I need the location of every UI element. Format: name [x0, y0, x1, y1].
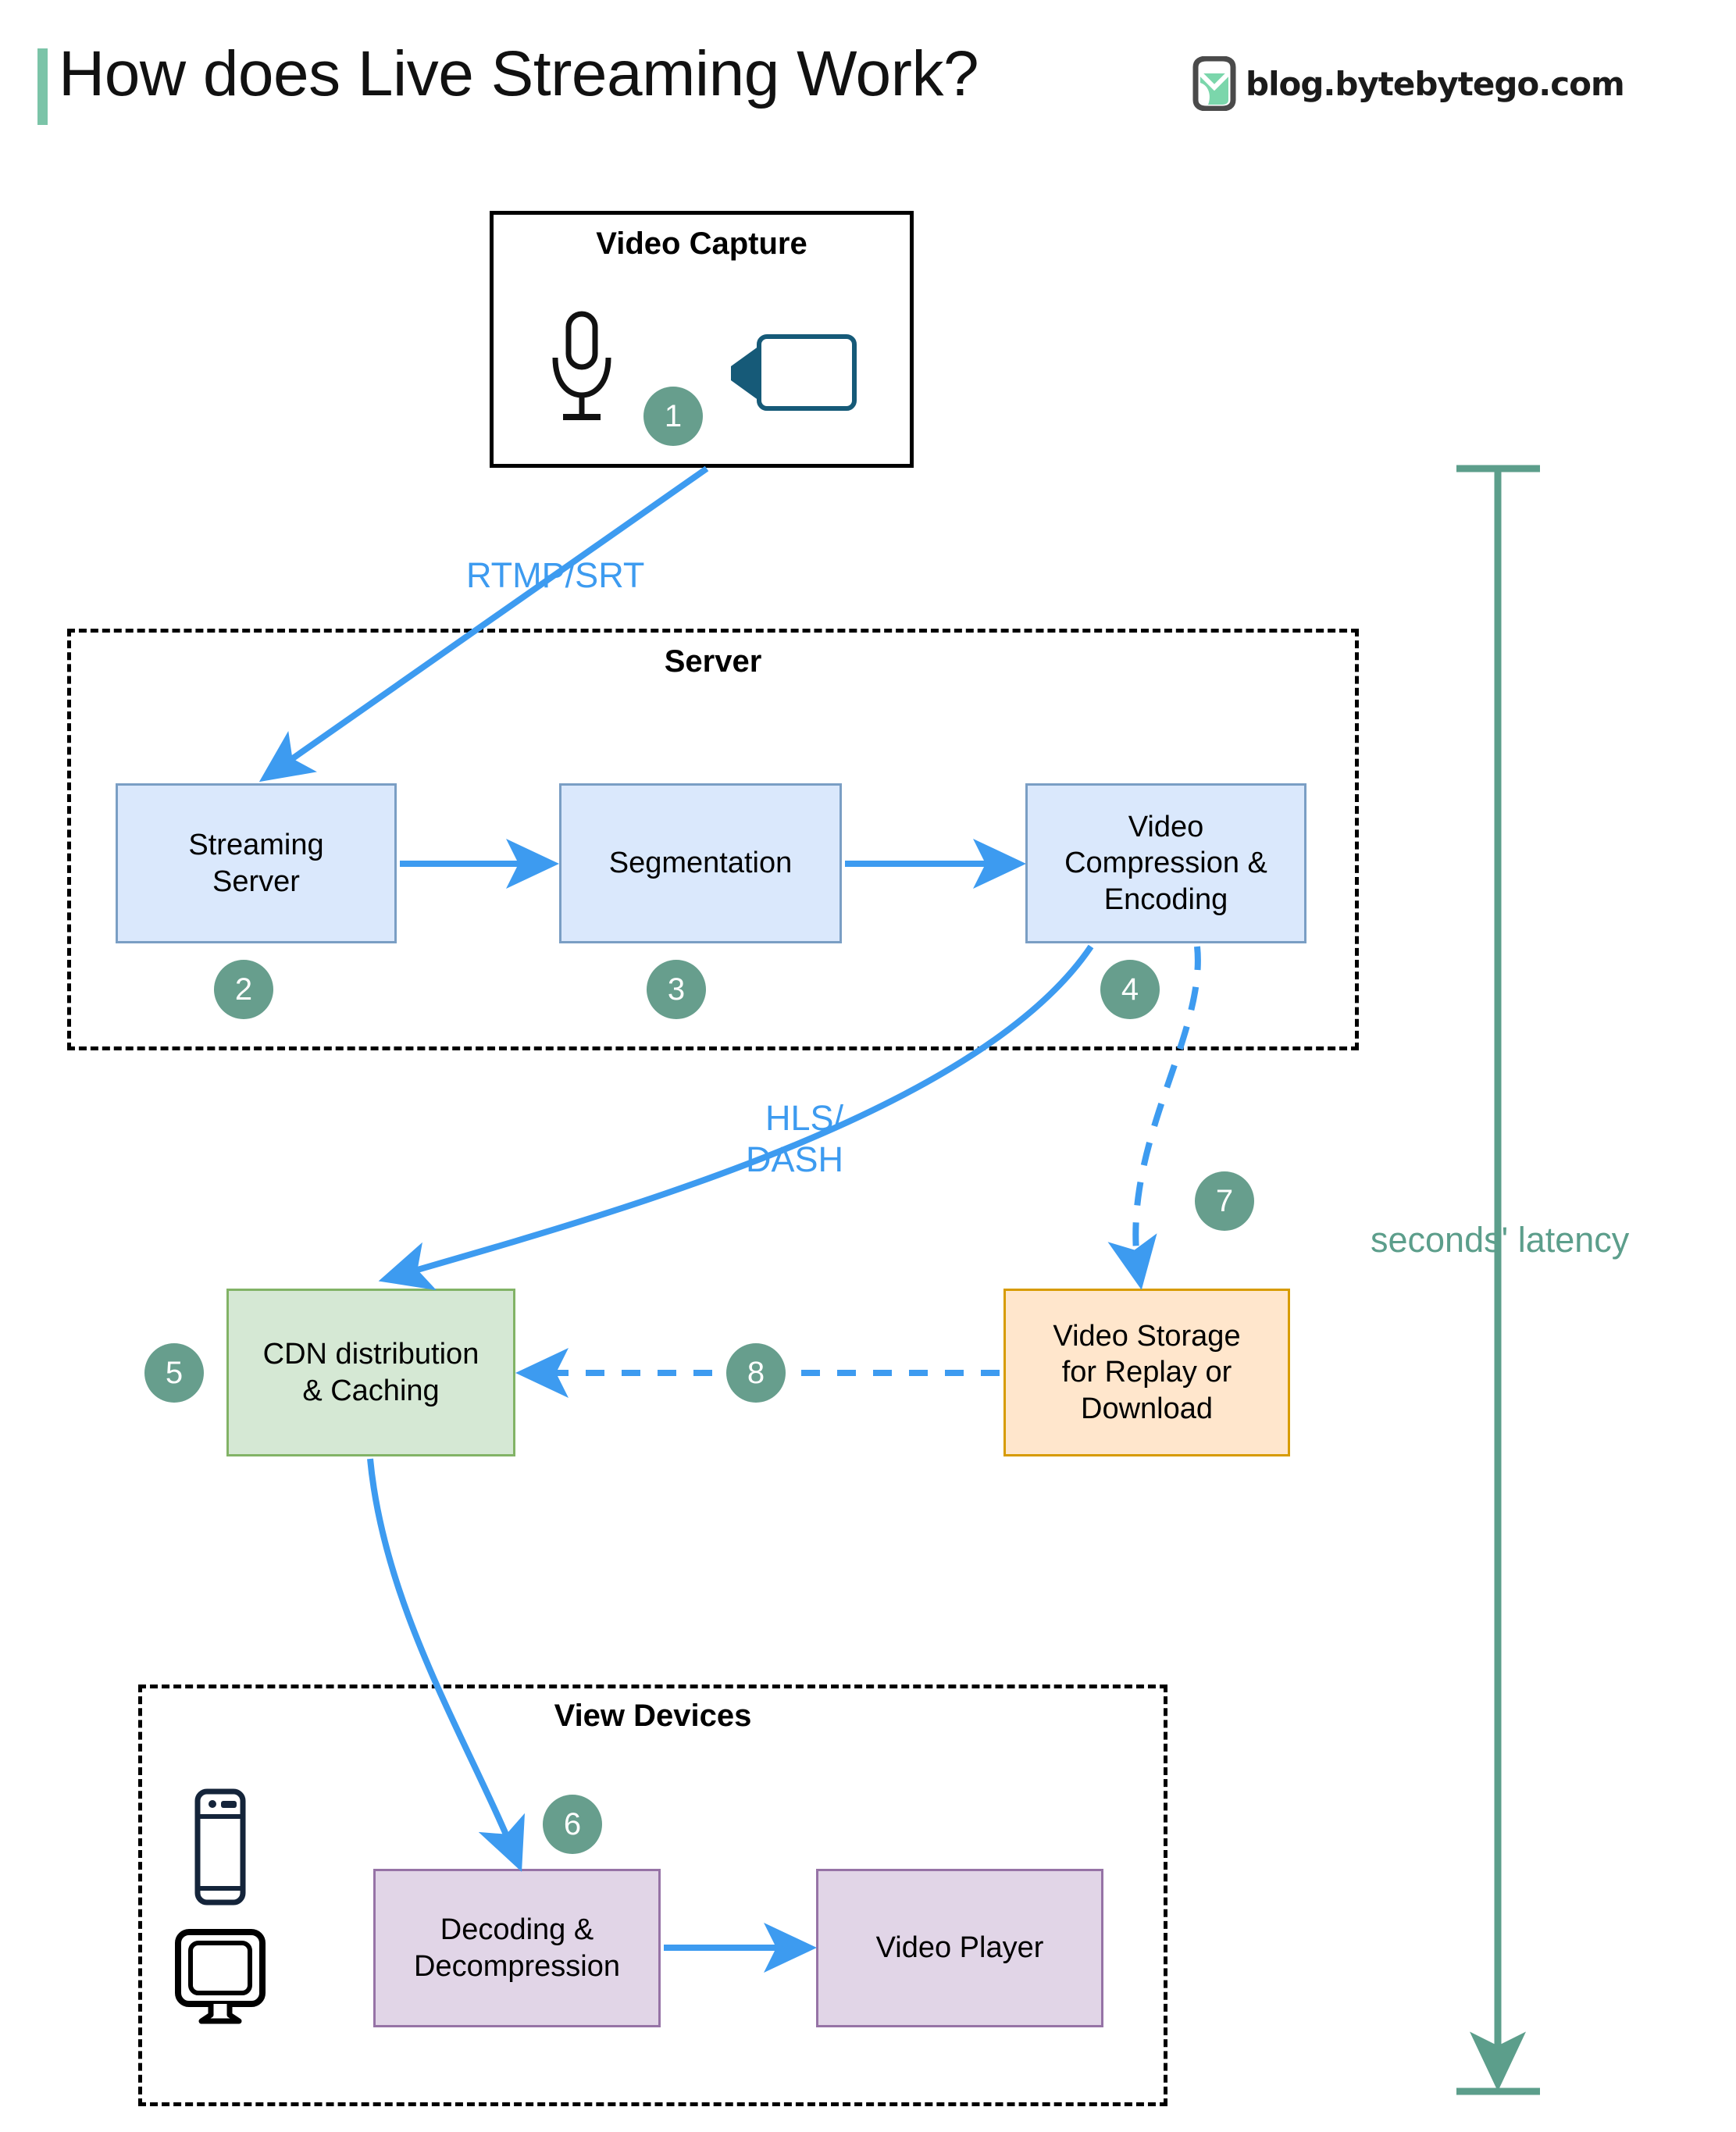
desktop-monitor-icon — [173, 1929, 267, 2030]
group-label-view-devices: View Devices — [554, 1699, 752, 1733]
step-badge-1: 1 — [643, 387, 703, 446]
step-badge-3: 3 — [647, 960, 706, 1019]
edge-label-rtmp-srt: RTMP/SRT — [466, 555, 645, 595]
step-badge-5: 5 — [144, 1343, 204, 1403]
brand-text: blog.bytebytego.com — [1246, 64, 1625, 103]
node-video-storage[interactable]: Video Storage for Replay or Download — [1003, 1289, 1290, 1456]
brand-watermark: blog.bytebytego.com — [1191, 56, 1625, 111]
group-label-server: Server — [664, 644, 762, 679]
step-badge-4: 4 — [1100, 960, 1160, 1019]
step-badge-2: 2 — [214, 960, 273, 1019]
node-decoding[interactable]: Decoding & Decompression — [373, 1869, 661, 2027]
group-label-video-capture: Video Capture — [596, 226, 807, 261]
node-streaming-server[interactable]: Streaming Server — [116, 783, 397, 943]
step-badge-6: 6 — [543, 1795, 602, 1854]
camcorder-icon — [726, 332, 859, 414]
page-title: How does Live Streaming Work? — [59, 38, 979, 109]
node-video-compression[interactable]: Video Compression & Encoding — [1025, 783, 1306, 943]
microphone-icon — [543, 309, 621, 426]
edge-label-hls-dash: HLS/ DASH — [745, 1098, 843, 1180]
group-view-devices — [138, 1685, 1167, 2106]
latency-annotation: seconds' latency — [1371, 1220, 1630, 1260]
step-badge-8: 8 — [726, 1343, 786, 1403]
node-cdn[interactable]: CDN distribution & Caching — [226, 1289, 515, 1456]
node-video-player[interactable]: Video Player — [816, 1869, 1103, 2027]
step-badge-7: 7 — [1195, 1171, 1254, 1231]
bytebytego-logo-icon — [1191, 56, 1238, 111]
node-segmentation[interactable]: Segmentation — [559, 783, 842, 943]
latency-bracket — [1456, 465, 1540, 2095]
title-accent-bar — [37, 48, 48, 125]
smartphone-icon — [193, 1788, 248, 1906]
